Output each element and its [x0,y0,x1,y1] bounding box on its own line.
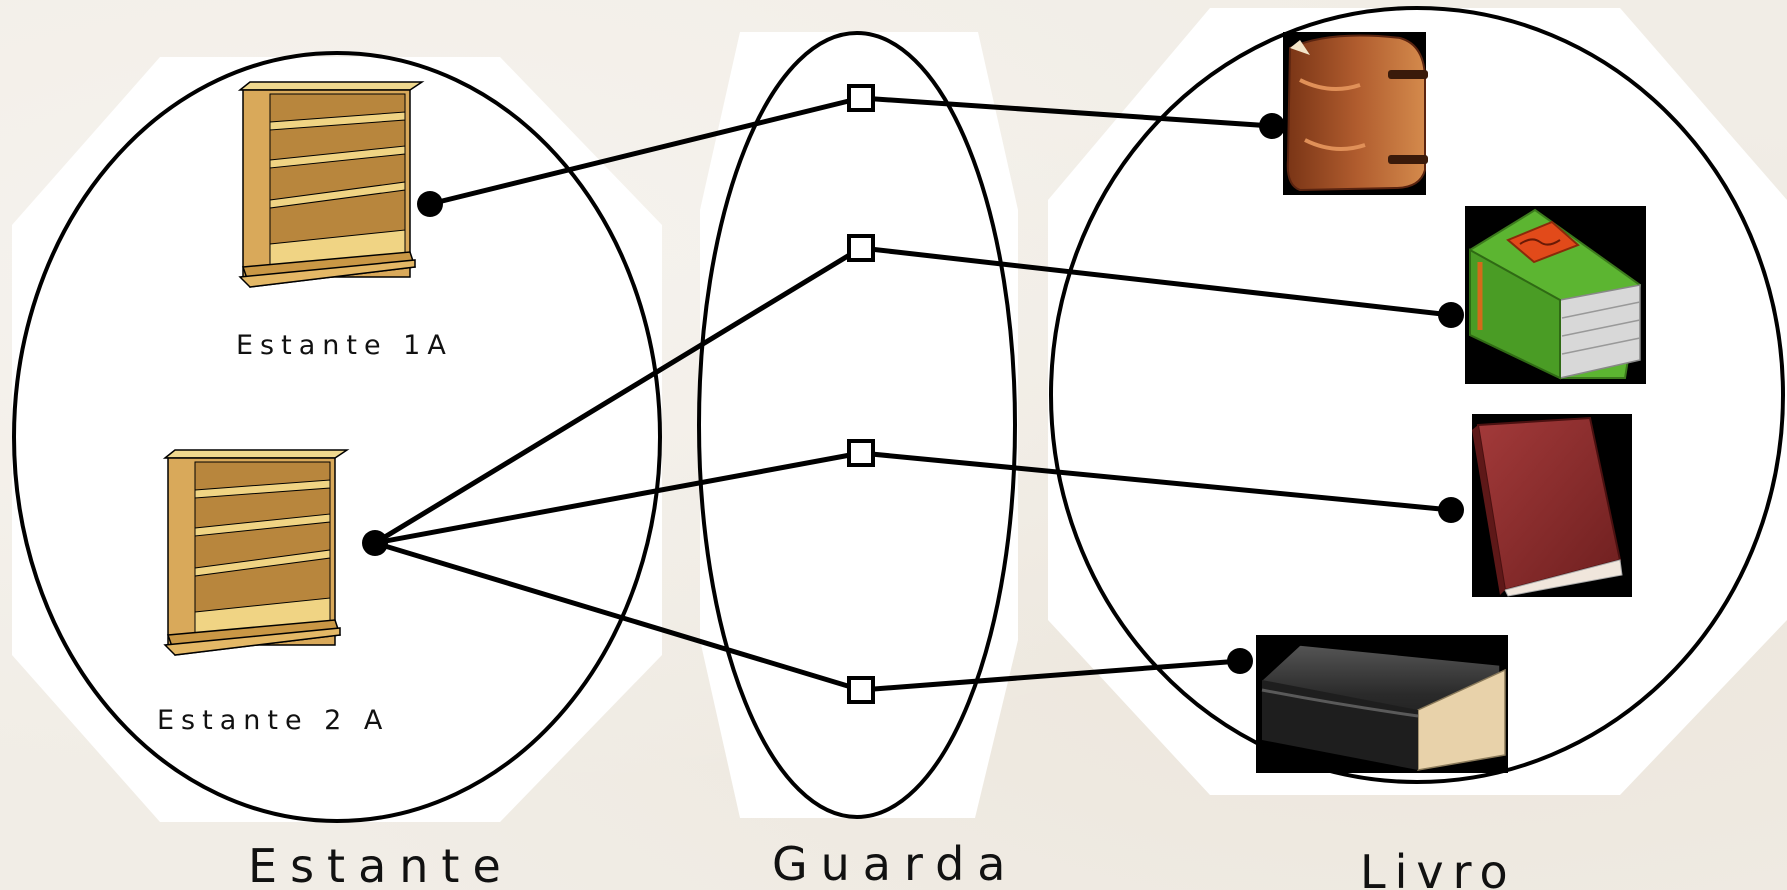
connector-line [860,95,1273,129]
mapping-lines [373,95,1452,693]
connector-line [860,658,1241,693]
red-book-icon [1472,414,1632,597]
connector-line [860,245,1452,318]
livro-set-ellipse [1049,6,1785,784]
guarda-node [847,676,875,704]
shelf-1a-label: Estante 1A [236,330,453,361]
connector-line [373,245,863,546]
connector-line [860,450,1452,513]
connector-line [374,540,862,693]
brown-leather-book-icon [1283,32,1428,195]
shelf-1a-node [417,191,443,217]
book-node [1438,302,1464,328]
estante-set-ellipse [12,51,662,823]
estante-set-label: Estante [248,839,514,890]
guarda-backdrop [700,32,1018,818]
livro-set-label: Livro [1360,845,1517,890]
shelf-2a-node [362,530,388,556]
guarda-set-ellipse [697,31,1017,819]
guarda-node [847,84,875,112]
book-node [1438,497,1464,523]
guarda-node [847,439,875,467]
guarda-nodes [847,84,875,704]
guarda-node [847,234,875,262]
shelf-2a-label: Estante 2 A [157,705,389,736]
guarda-set-label: Guarda [772,837,1018,890]
connector-line [429,95,862,207]
livro-backdrop [1048,8,1787,795]
book-node [1227,648,1253,674]
black-book-icon [1256,635,1508,773]
book-node [1259,113,1285,139]
bookshelf-icon [162,449,350,656]
bookshelf-icon [237,81,425,288]
connector-line [374,450,862,546]
green-book-icon [1465,206,1646,384]
endpoint-dots [362,113,1464,674]
